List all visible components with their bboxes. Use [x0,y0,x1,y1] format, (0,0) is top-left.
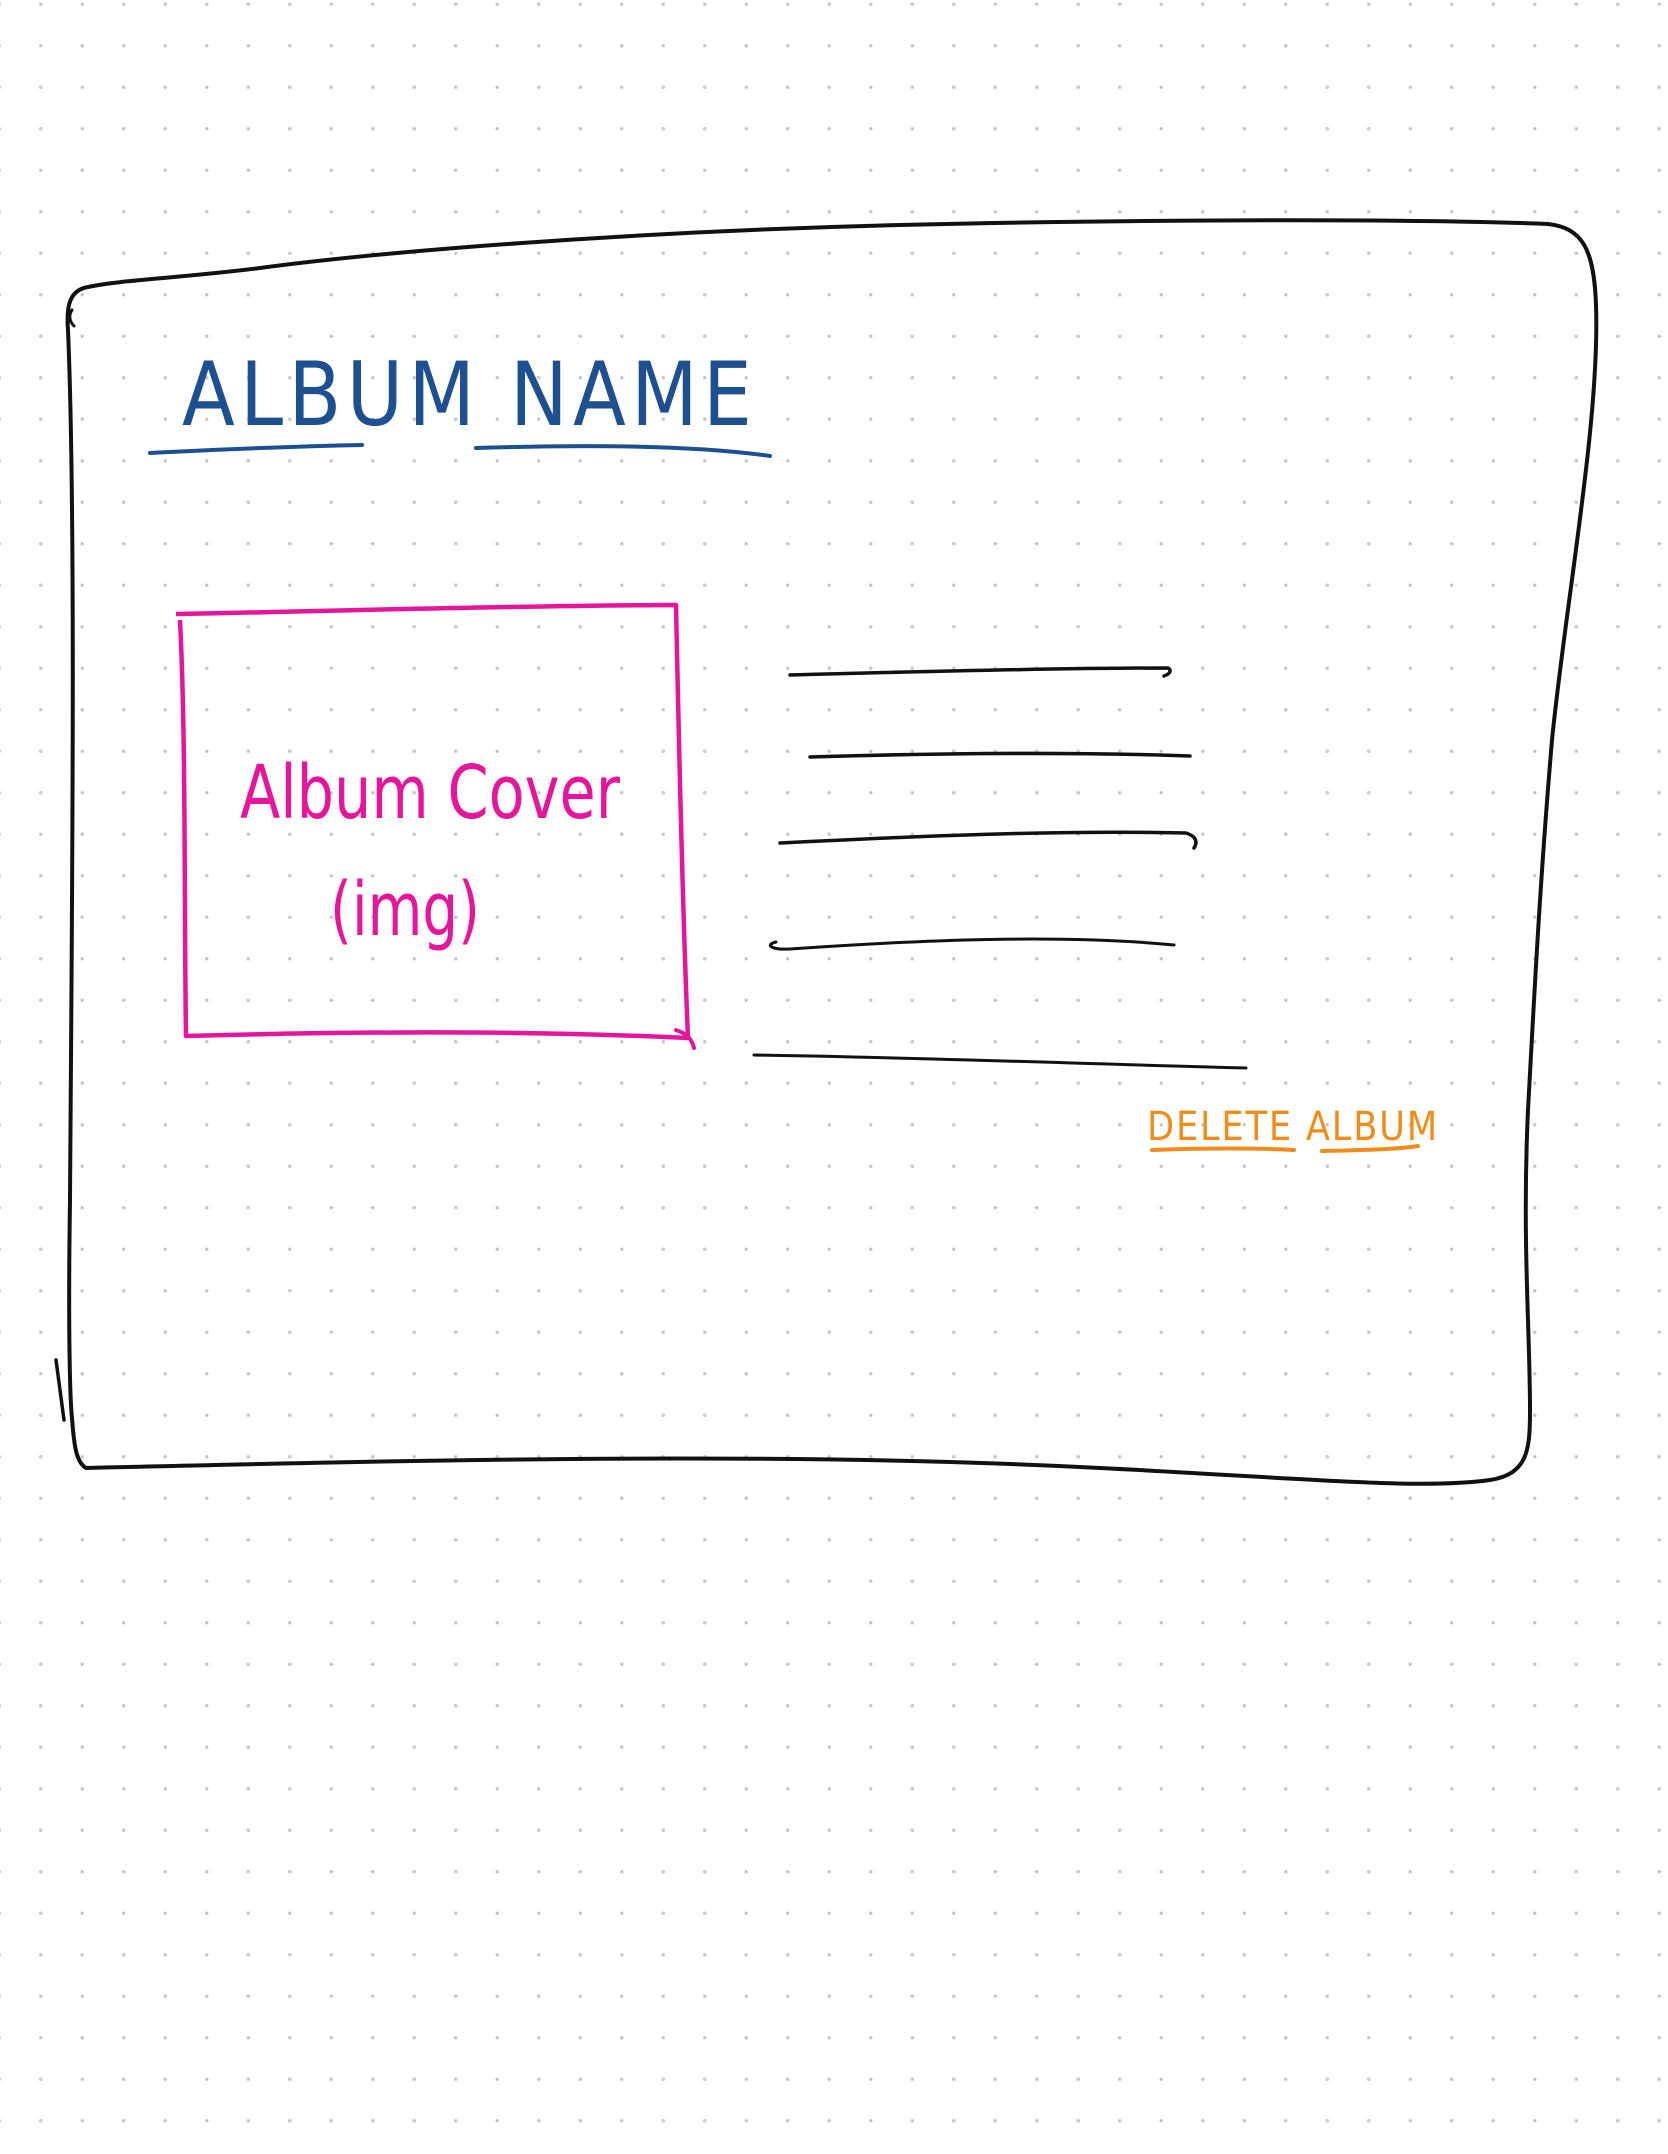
album-card [54,218,1599,1486]
track-line [808,751,1192,759]
track-line [788,666,1172,678]
album-card-frame-stroke [68,308,76,328]
delete-album-underline [1320,1144,1420,1153]
delete-album-button[interactable]: DELETE ALBUM [1147,1104,1439,1153]
track-line [768,937,1176,951]
album-card-frame [65,218,1599,1486]
album-cover-label: Album Cover [240,750,620,836]
album-cover: Album Cover (img) [175,602,696,1050]
album-cover-label: (img) [330,867,480,953]
album-card-frame-stroke [54,1358,66,1422]
album-title-underline [474,444,772,458]
track-list [752,666,1248,1070]
delete-album-label[interactable]: DELETE ALBUM [1147,1104,1439,1150]
album-title: ALBUM NAME [182,343,757,446]
album-cover-frame-stroke [674,1028,696,1050]
track-line [752,1053,1248,1070]
album-title-group: ALBUM NAME [148,343,772,458]
album-title-underline [148,443,364,455]
delete-album-underline [1150,1146,1296,1152]
track-line [778,830,1198,850]
